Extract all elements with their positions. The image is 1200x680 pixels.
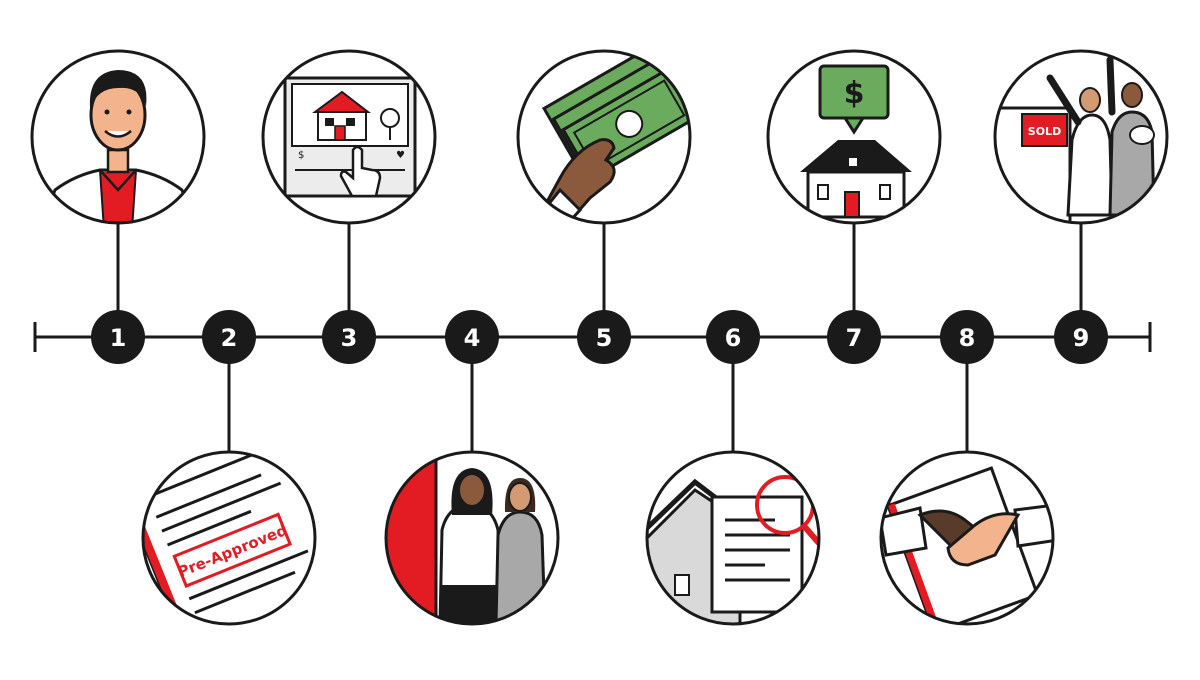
sold-sign-text: SOLD	[1028, 125, 1061, 138]
svg-text:♥: ♥	[396, 150, 405, 161]
step-marker-1: 1	[91, 310, 145, 364]
step-number: 4	[464, 324, 481, 352]
svg-text:$: $	[298, 150, 304, 161]
step-number: 1	[110, 324, 127, 352]
step-marker-6: 6	[706, 310, 760, 364]
step-number: 9	[1073, 324, 1090, 352]
step-marker-8: 8	[940, 310, 994, 364]
step-marker-7: 7	[827, 310, 881, 364]
agent-portrait-icon	[30, 49, 206, 225]
step-marker-5: 5	[577, 310, 631, 364]
step-number: 6	[725, 324, 742, 352]
cash-offer-icon	[516, 49, 692, 225]
home-inspection-icon	[645, 450, 821, 626]
step-number: 3	[341, 324, 358, 352]
step-marker-4: 4	[445, 310, 499, 364]
step-markers: 1 2 3 4 5 6 7 8	[91, 310, 1108, 364]
step-marker-9: 9	[1054, 310, 1108, 364]
appraisal-icon: $	[766, 49, 942, 225]
step-number: 2	[221, 324, 238, 352]
step-number: 7	[846, 324, 863, 352]
house-tour-icon	[384, 450, 560, 626]
step-marker-3: 3	[322, 310, 376, 364]
closing-handshake-icon	[879, 450, 1055, 626]
sold-sign	[1021, 113, 1068, 147]
pre-approval-letter-icon: Pre-Approved	[141, 450, 317, 626]
online-listing-icon: $ ♥	[261, 49, 437, 225]
svg-text:$: $	[844, 76, 865, 111]
step-number: 8	[959, 324, 976, 352]
step-marker-2: 2	[202, 310, 256, 364]
sold-celebration-icon: SOLD	[993, 49, 1169, 225]
step-number: 5	[596, 324, 613, 352]
